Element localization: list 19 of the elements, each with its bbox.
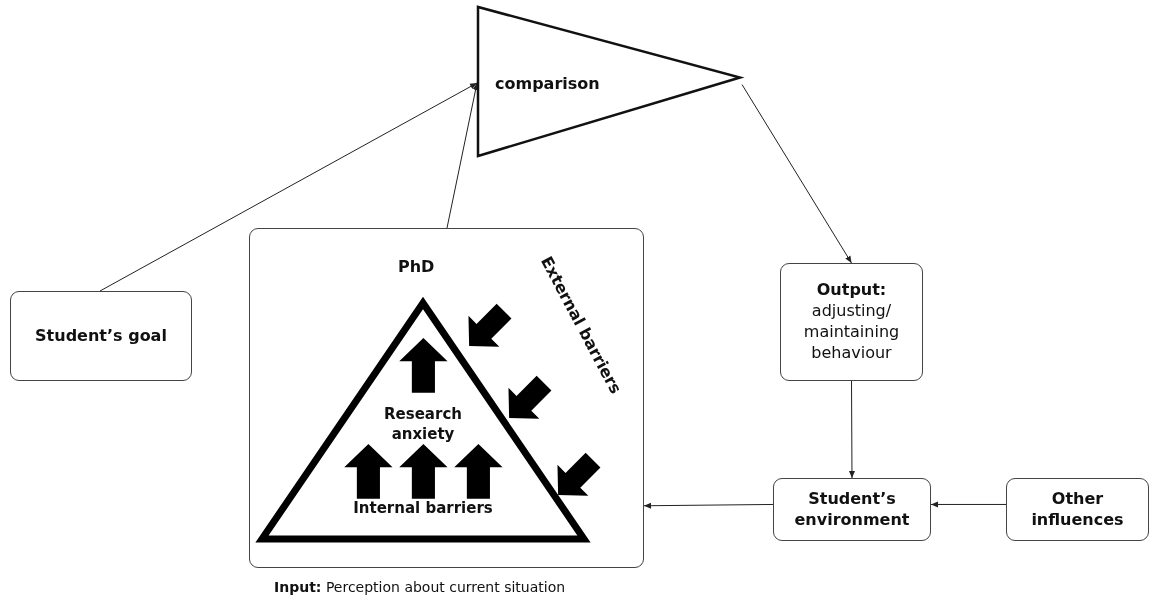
node-label: Internal barriers [352, 499, 494, 519]
arrow [848, 380, 855, 479]
arrow [741, 84, 852, 264]
node-label: Student’s goal [34, 325, 168, 347]
node-label: Output: adjusting/ maintaining behaviour [802, 280, 901, 364]
node-label: Input: Perception about current situation [274, 579, 566, 595]
arrow [446, 82, 479, 229]
arrow [930, 501, 1007, 508]
node-label: comparison [495, 74, 600, 95]
node-label: PhD [398, 257, 435, 278]
process-box [1006, 478, 1149, 541]
node-label: Student’s environment [793, 488, 911, 531]
node-label: Other influences [1030, 488, 1125, 531]
process-box [10, 291, 192, 381]
process-box [773, 478, 931, 541]
arrow [99, 82, 478, 292]
arrow [643, 502, 774, 509]
process-box [780, 263, 923, 381]
node-label: Research anxiety [383, 405, 463, 444]
